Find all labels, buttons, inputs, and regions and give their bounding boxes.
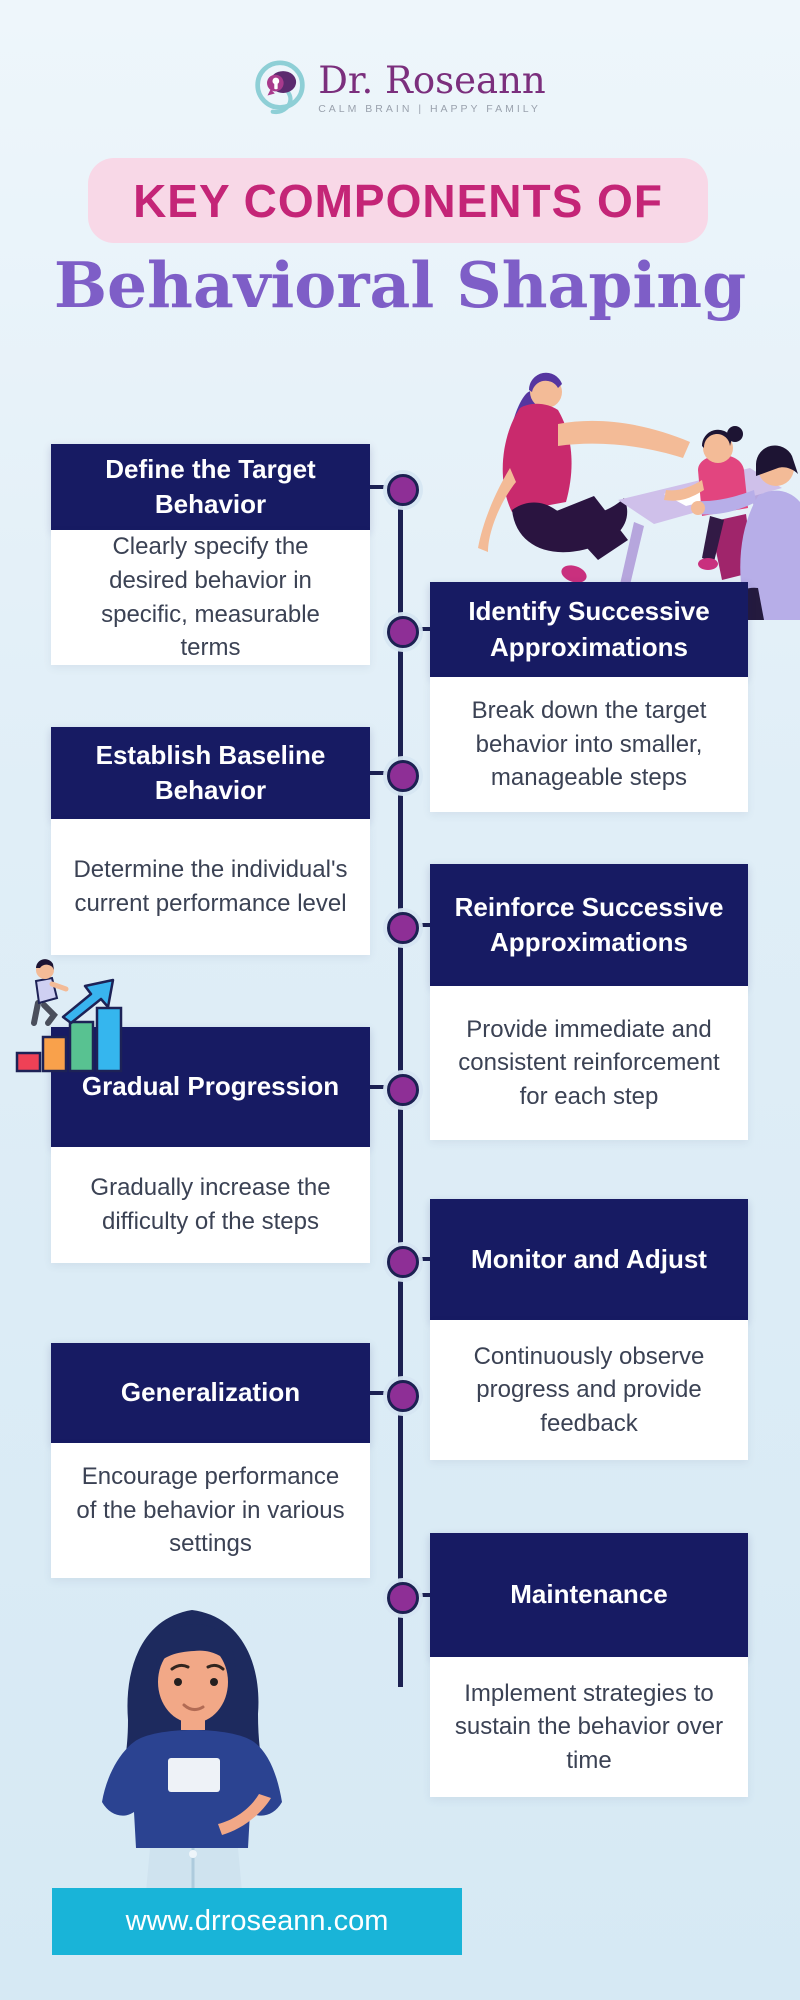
step-title-monitor-and-adjust: Monitor and Adjust [430,1199,748,1320]
step-title-establish-baseline-behavior: Establish Baseline Behavior [51,727,370,819]
step-title-text: Identify Successive Approximations [468,596,710,662]
timeline-dot [387,1582,419,1614]
kicker-banner: KEY COMPONENTS OF [88,158,708,243]
page-title: Behavioral Shaping [53,248,747,322]
step-desc-text: Break down the target behavior into smal… [471,697,707,792]
timeline-dot [387,1246,419,1278]
connector [368,485,402,489]
step-desc-reinforce-successive-approximations: Provide immediate and consistent reinfor… [430,986,748,1140]
step-title-reinforce-successive-approximations: Reinforce Successive Approximations [430,864,748,986]
step-desc-generalization: Encourage performance of the behavior in… [51,1443,370,1578]
step-title-text: Gradual Progression [81,1071,340,1102]
timeline-dot [387,1380,419,1412]
woman-illustration [102,1610,282,1892]
logo: Dr. Roseann CALM BRAIN | HAPPY FAMILY [0,58,800,118]
step-desc-text: Implement strategies to sustain the beha… [454,1679,724,1774]
timeline-dot [387,616,419,648]
step-desc-define-target-behavior: Clearly specify the desired behavior in … [51,530,370,665]
step-title-text: Define the Target Behavior [105,453,316,519]
timeline-dot [387,474,419,506]
step-desc-gradual-progression: Gradually increase the difficulty of the… [51,1147,370,1263]
climbing-bar-steps-illustration [15,959,123,1073]
step-desc-text: Gradually increase the difficulty of the… [90,1174,331,1235]
timeline-dot [387,760,419,792]
step-desc-text: Provide immediate and consistent reinfor… [458,1015,720,1110]
logo-name: Dr. Roseann [318,58,546,102]
teaching-at-desk-illustration [478,372,800,620]
step-title-identify-successive-approximations: Identify Successive Approximations [430,582,748,677]
connector [368,771,402,775]
logo-tagline: CALM BRAIN | HAPPY FAMILY [318,102,541,115]
connector [368,1391,402,1395]
brain-head-logo-icon [255,60,305,115]
step-desc-maintenance: Implement strategies to sustain the beha… [430,1657,748,1797]
step-title-text: Maintenance [510,1579,668,1610]
timeline-dot [387,912,419,944]
step-desc-text: Encourage performance of the behavior in… [76,1463,345,1558]
website-url[interactable]: www.drroseann.com [125,1905,389,1937]
step-desc-text: Clearly specify the desired behavior in … [101,533,320,662]
step-title-define-target-behavior: Define the Target Behavior [51,444,370,530]
step-desc-identify-successive-approximations: Break down the target behavior into smal… [430,677,748,812]
step-title-maintenance: Maintenance [430,1533,748,1657]
connector [368,1085,402,1089]
timeline-dot [387,1074,419,1106]
step-desc-text: Continuously observe progress and provid… [473,1342,705,1437]
step-title-generalization: Generalization [51,1343,370,1443]
logo-text: Dr. Roseann CALM BRAIN | HAPPY FAMILY [318,62,546,115]
step-desc-monitor-and-adjust: Continuously observe progress and provid… [430,1320,748,1460]
step-title-text: Reinforce Successive Approximations [454,891,724,957]
step-title-text: Establish Baseline Behavior [95,739,326,805]
step-desc-establish-baseline-behavior: Determine the individual's current perfo… [51,819,370,955]
step-title-text: Monitor and Adjust [471,1243,707,1274]
step-desc-text: Determine the individual's current perfo… [73,856,348,917]
step-title-text: Generalization [120,1377,301,1408]
website-banner[interactable]: www.drroseann.com [52,1888,462,1955]
